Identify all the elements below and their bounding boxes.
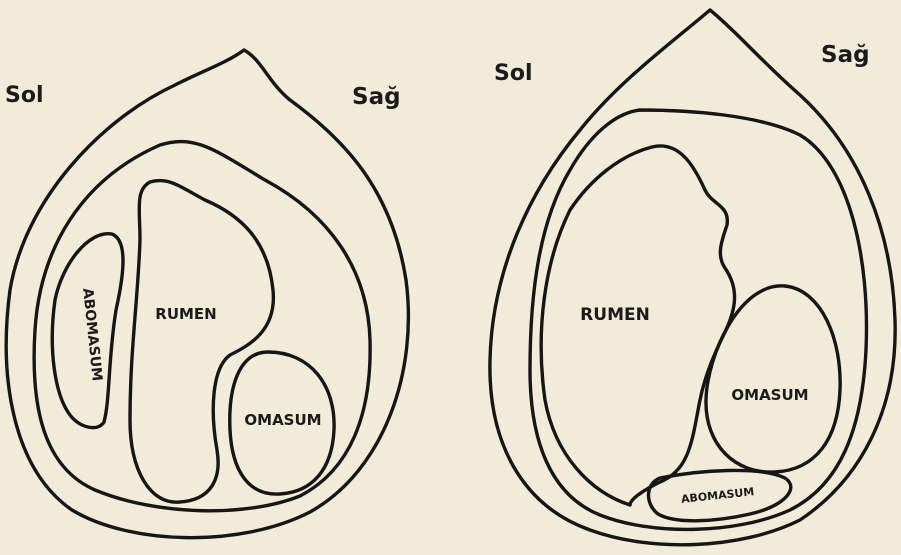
left-body-outline (6, 50, 408, 538)
right-side-label-sag: Sağ (821, 42, 870, 68)
right-rumen-outline (541, 146, 734, 505)
right-omasum-outline (706, 286, 840, 472)
right-rumen-label: RUMEN (580, 305, 650, 325)
left-abomasum-label: ABOMASUM (79, 287, 105, 382)
right-side-label-sol: Sol (494, 61, 533, 86)
left-rumen-label: RUMEN (155, 305, 216, 323)
diagram-left: Sol Sağ RUMEN OMASUM ABOMASUM (5, 50, 408, 538)
left-side-label-sol: Sol (5, 83, 44, 108)
diagram-right: Sol Sağ RUMEN OMASUM ABOMASUM (490, 10, 895, 545)
right-abomasum-label: ABOMASUM (680, 485, 754, 506)
right-omasum-label: OMASUM (731, 386, 808, 404)
left-omasum-label: OMASUM (244, 411, 321, 429)
right-body-outline (490, 10, 895, 545)
left-rumen-outline (130, 181, 273, 503)
left-side-label-sag: Sağ (352, 84, 401, 110)
